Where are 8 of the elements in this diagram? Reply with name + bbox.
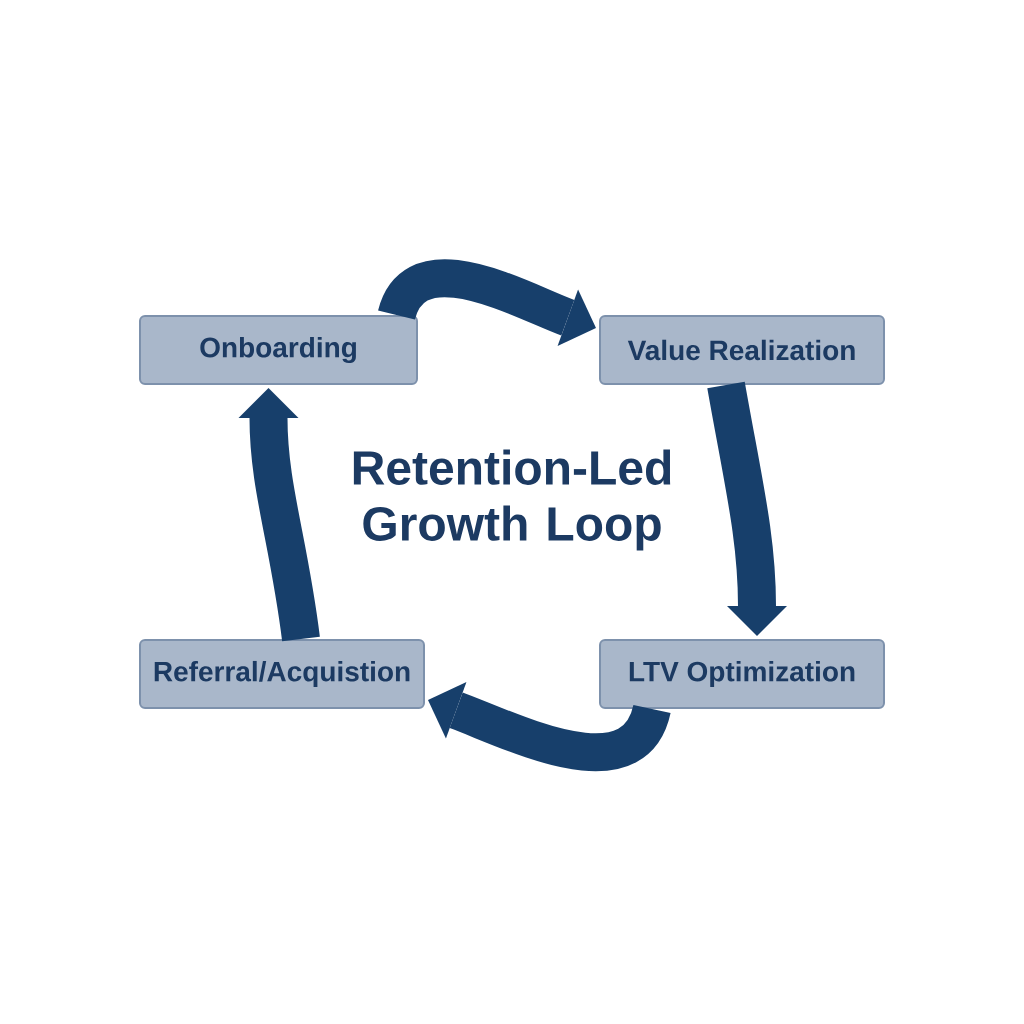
process-box: LTV Optimization <box>599 639 885 709</box>
process-box: Onboarding <box>139 315 418 385</box>
curved-arrow <box>238 388 320 642</box>
process-box: Referral/Acquistion <box>139 639 425 709</box>
process-box: Value Realization <box>599 315 885 385</box>
title: Retention-Led Growth Loop <box>353 449 671 551</box>
curved-arrow <box>707 381 787 636</box>
curved-arrow <box>428 682 670 771</box>
